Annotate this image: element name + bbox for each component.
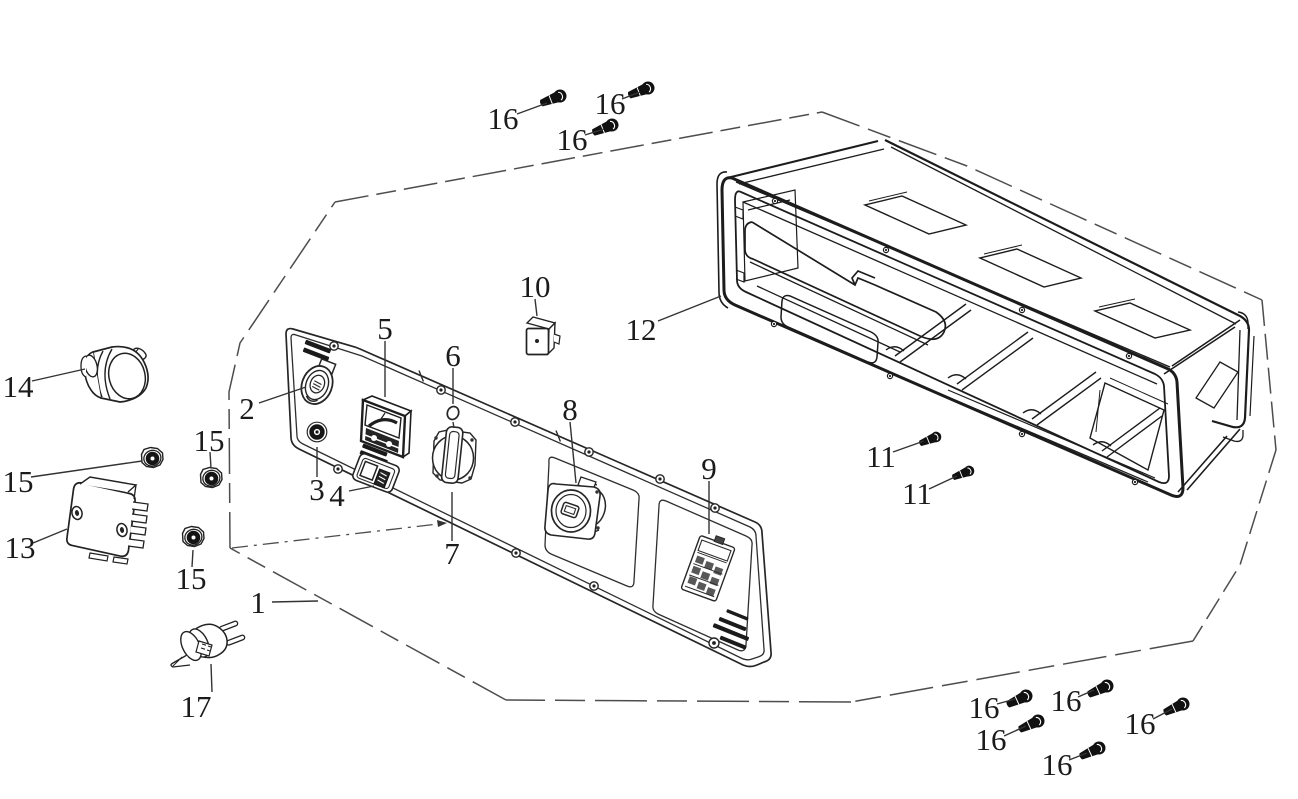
- svg-text:16: 16: [488, 101, 519, 136]
- svg-text:11: 11: [866, 439, 896, 474]
- svg-text:16: 16: [1042, 747, 1073, 782]
- svg-text:13: 13: [5, 530, 36, 565]
- svg-text:15: 15: [194, 423, 225, 458]
- svg-text:4: 4: [329, 478, 345, 513]
- svg-text:15: 15: [176, 561, 207, 596]
- svg-text:2: 2: [239, 391, 255, 426]
- svg-text:16: 16: [1051, 683, 1082, 718]
- svg-text:7: 7: [444, 536, 460, 571]
- svg-text:16: 16: [976, 722, 1007, 757]
- svg-text:12: 12: [626, 312, 657, 347]
- svg-text:8: 8: [562, 392, 578, 427]
- svg-text:16: 16: [557, 122, 588, 157]
- svg-text:11: 11: [902, 476, 932, 511]
- svg-text:5: 5: [377, 311, 393, 346]
- svg-text:17: 17: [181, 689, 212, 724]
- svg-text:16: 16: [969, 690, 1000, 725]
- svg-text:15: 15: [3, 464, 34, 499]
- svg-text:6: 6: [445, 338, 461, 373]
- svg-text:10: 10: [520, 269, 551, 304]
- svg-text:16: 16: [1125, 706, 1156, 741]
- svg-text:14: 14: [3, 369, 35, 404]
- svg-text:3: 3: [309, 472, 325, 507]
- svg-text:9: 9: [701, 451, 717, 486]
- svg-text:16: 16: [595, 86, 626, 121]
- svg-text:1: 1: [250, 585, 266, 620]
